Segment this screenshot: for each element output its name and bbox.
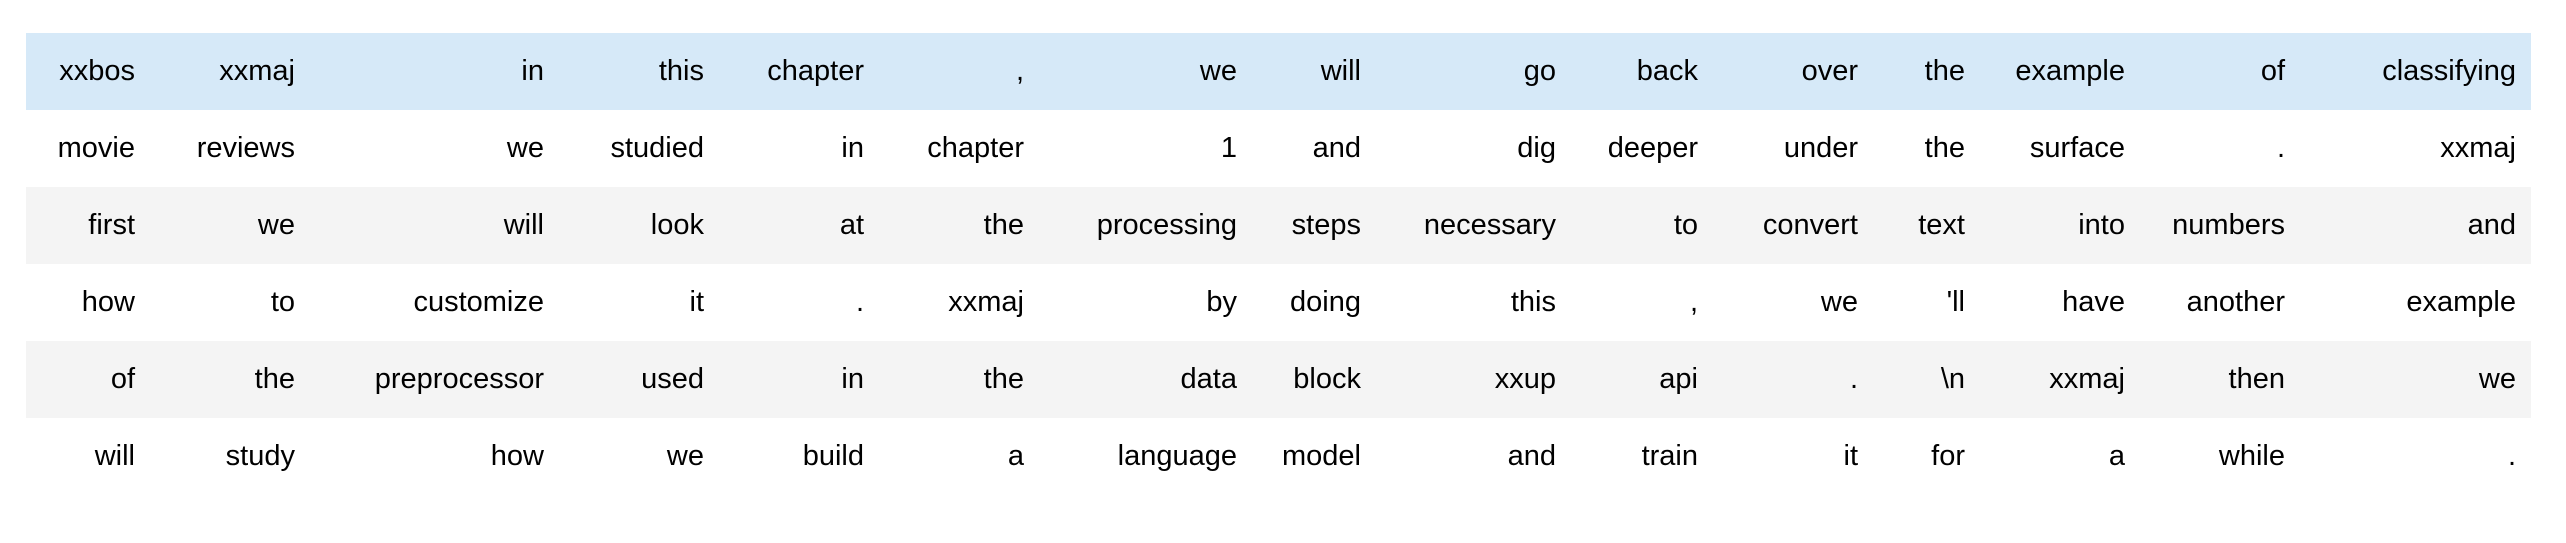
token-cell: classifying xyxy=(2382,55,2516,87)
token-cell: and xyxy=(1312,132,1361,164)
token-cell: movie xyxy=(57,132,135,164)
token-cell: we xyxy=(1199,55,1237,87)
token-cell: studied xyxy=(610,132,704,164)
token-cell: of xyxy=(2260,55,2285,87)
token-cell: first xyxy=(88,209,135,241)
token-cell: necessary xyxy=(1423,209,1556,241)
notebook-output-area: xxbos xxmaj in this chapter, we will go back over… xyxy=(26,33,2531,495)
token-cell: train xyxy=(1641,440,1698,472)
token-cell: to xyxy=(270,286,295,318)
token-cell: study xyxy=(225,440,295,472)
token-cell: of xyxy=(110,363,135,395)
token-cell: example xyxy=(2015,55,2125,87)
token-cell: in xyxy=(841,363,864,395)
token-row-highlighted: xxbos xxmaj in this chapter, we will go back over… xyxy=(26,33,2531,110)
token-cell: surface xyxy=(2029,132,2125,164)
token-cell: then xyxy=(2228,363,2285,395)
token-cell: we xyxy=(2478,363,2516,395)
token-cell: xxmaj xyxy=(2440,132,2516,164)
token-cell: will xyxy=(503,209,544,241)
token-cell: while xyxy=(2218,440,2285,472)
token-cell: 1 xyxy=(1220,132,1237,164)
token-cell: deeper xyxy=(1607,132,1698,164)
token-cell: we xyxy=(257,209,295,241)
token-cell: how xyxy=(81,286,135,318)
token-row: first we will look at the processing steps neces… xyxy=(26,187,2531,264)
token-cell: for xyxy=(1931,440,1965,472)
token-cell: the xyxy=(1924,132,1965,164)
token-cell: xxmaj xyxy=(219,55,295,87)
token-cell: the xyxy=(983,363,1024,395)
token-cell: over xyxy=(1801,55,1858,87)
token-cell: under xyxy=(1783,132,1858,164)
token-cell: and xyxy=(2467,209,2516,241)
token-cell: it xyxy=(1843,440,1859,472)
token-cell: text xyxy=(1918,209,1965,241)
token-cell: to xyxy=(1673,209,1698,241)
token-cell: xxbos xyxy=(59,55,135,87)
token-cell: . xyxy=(855,286,864,318)
token-cell: a xyxy=(2108,440,2125,472)
token-cell: dig xyxy=(1517,132,1556,164)
token-cell: . xyxy=(2507,440,2516,472)
token-cell: data xyxy=(1180,363,1237,395)
token-row: movie reviews we studied in chapter 1 and dig dee… xyxy=(26,110,2531,187)
token-cell: build xyxy=(802,440,864,472)
token-cell: preprocessor xyxy=(374,363,544,395)
token-cell: look xyxy=(650,209,704,241)
token-row: of the preprocessor used in the data block xxup a… xyxy=(26,341,2531,418)
token-cell: xxmaj xyxy=(2049,363,2125,395)
token-cell: example xyxy=(2406,286,2516,318)
token-cell: this xyxy=(1510,286,1556,318)
token-table-body: xxbos xxmaj in this chapter, we will go back over… xyxy=(26,33,2531,495)
token-cell: we xyxy=(666,440,704,472)
token-cell: chapter xyxy=(767,55,864,87)
token-cell: will xyxy=(94,440,135,472)
token-cell: we xyxy=(506,132,544,164)
token-table: xxbos xxmaj in this chapter, we will go back over… xyxy=(26,33,2531,495)
token-cell: , xyxy=(1689,286,1698,318)
token-cell: and xyxy=(1507,440,1556,472)
token-cell: into xyxy=(2078,209,2125,241)
token-cell: api xyxy=(1659,363,1698,395)
token-cell: used xyxy=(641,363,704,395)
token-cell: \n xyxy=(1940,363,1965,395)
token-cell: by xyxy=(1206,286,1237,318)
token-row: how to customize it. xxmaj by doing this, we 'll h… xyxy=(26,264,2531,341)
token-cell: reviews xyxy=(196,132,295,164)
token-cell: , xyxy=(1015,55,1024,87)
token-cell: will xyxy=(1320,55,1361,87)
token-cell: . xyxy=(2276,132,2285,164)
token-cell: at xyxy=(839,209,864,241)
token-cell: the xyxy=(1924,55,1965,87)
token-cell: in xyxy=(521,55,544,87)
token-cell: language xyxy=(1117,440,1237,472)
token-cell: model xyxy=(1282,440,1361,472)
token-cell: it xyxy=(689,286,705,318)
token-cell: this xyxy=(658,55,704,87)
token-cell: have xyxy=(2062,286,2125,318)
token-cell: chapter xyxy=(927,132,1024,164)
token-cell: how xyxy=(490,440,544,472)
token-cell: another xyxy=(2186,286,2285,318)
token-cell: xxup xyxy=(1494,363,1556,395)
token-cell: steps xyxy=(1291,209,1361,241)
token-cell: the xyxy=(983,209,1024,241)
token-cell: in xyxy=(841,132,864,164)
token-cell: doing xyxy=(1290,286,1361,318)
token-cell: we xyxy=(1820,286,1858,318)
token-row: will study how we build a language model and trai… xyxy=(26,418,2531,495)
token-cell: 'll xyxy=(1946,286,1965,318)
token-cell: . xyxy=(1849,363,1858,395)
token-cell: a xyxy=(1007,440,1024,472)
token-cell: back xyxy=(1636,55,1698,87)
token-cell: the xyxy=(254,363,295,395)
token-cell: processing xyxy=(1096,209,1237,241)
token-cell: go xyxy=(1523,55,1556,87)
token-cell: convert xyxy=(1762,209,1858,241)
token-cell: numbers xyxy=(2172,209,2285,241)
token-cell: xxmaj xyxy=(948,286,1024,318)
token-cell: block xyxy=(1293,363,1361,395)
token-cell: customize xyxy=(413,286,544,318)
